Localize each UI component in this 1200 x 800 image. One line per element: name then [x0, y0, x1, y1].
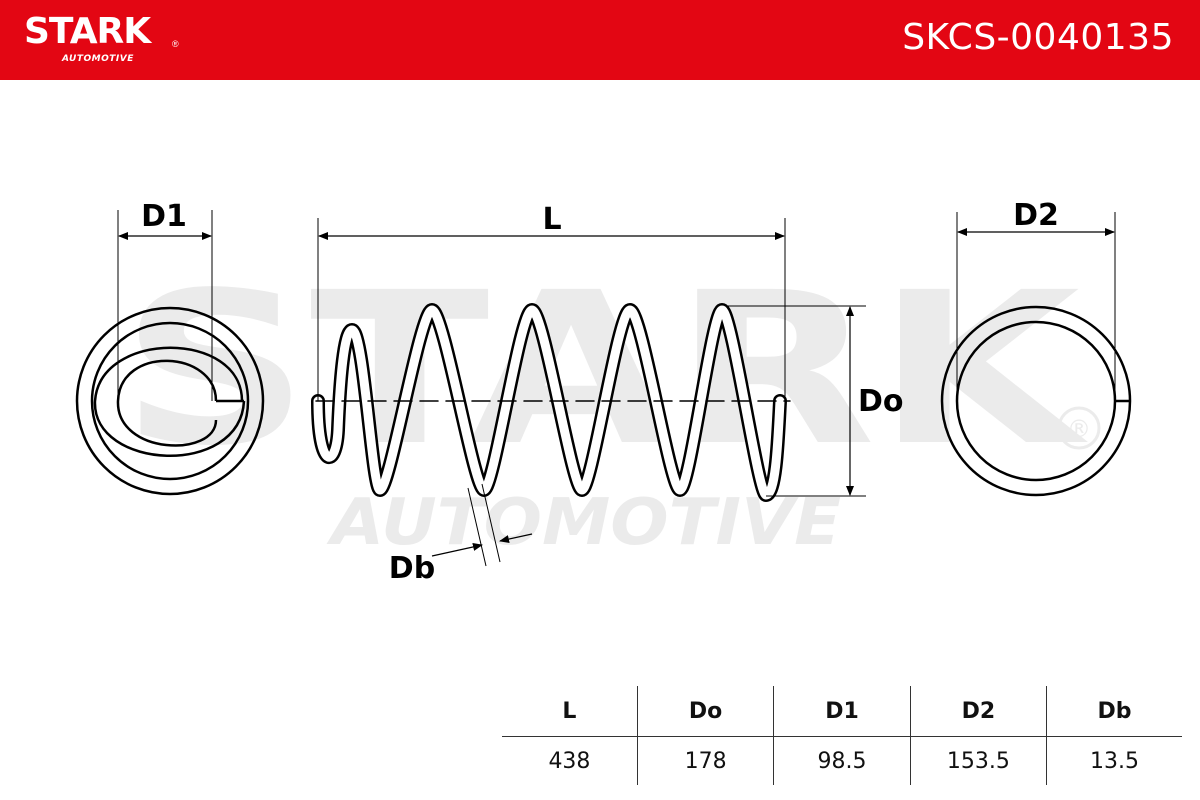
logo-subtitle: AUTOMOTIVE [62, 54, 134, 64]
label-l: L [542, 202, 561, 237]
label-d1: D1 [141, 199, 187, 234]
spring-side-view [311, 303, 791, 502]
spec-value-l: 438 [502, 736, 638, 785]
spec-table: L Do D1 D2 Db 438 178 98.5 153.5 13.5 [500, 684, 1184, 787]
spec-table-header-row: L Do D1 D2 Db [502, 686, 1182, 737]
label-db: Db [389, 551, 435, 586]
dimension-d1: D1 [117, 199, 213, 401]
dimension-l: L [317, 202, 786, 401]
spec-value-do: 178 [636, 736, 775, 785]
watermark-subtitle: AUTOMOTIVE [326, 486, 841, 560]
spec-value-db: 13.5 [1046, 736, 1182, 785]
spec-value-d1: 98.5 [773, 736, 911, 785]
spec-header-db: Db [1046, 686, 1182, 737]
logo-brand: STARK [24, 11, 151, 52]
stark-logo: STARK ® AUTOMOTIVE [24, 11, 179, 65]
logo-registered-mark: ® [172, 39, 179, 49]
dimension-db: Db [389, 483, 533, 586]
dimension-d2: D2 [956, 198, 1116, 401]
label-d2: D2 [1013, 198, 1059, 233]
spec-header-do: Do [636, 686, 775, 737]
header-bar: STARK ® AUTOMOTIVE SKCS-0040135 [0, 0, 1200, 80]
spec-header-l: L [502, 686, 638, 737]
part-number: SKCS-0040135 [902, 17, 1174, 58]
label-do: Do [858, 384, 904, 419]
dimension-do: Do [726, 305, 904, 497]
spec-header-d1: D1 [773, 686, 911, 737]
spec-table-value-row: 438 178 98.5 153.5 13.5 [502, 736, 1182, 785]
spec-value-d2: 153.5 [909, 736, 1048, 785]
watermark-registered-letter: ® [1067, 415, 1091, 443]
watermark-registered-icon [1057, 406, 1101, 450]
spec-header-d2: D2 [909, 686, 1048, 737]
